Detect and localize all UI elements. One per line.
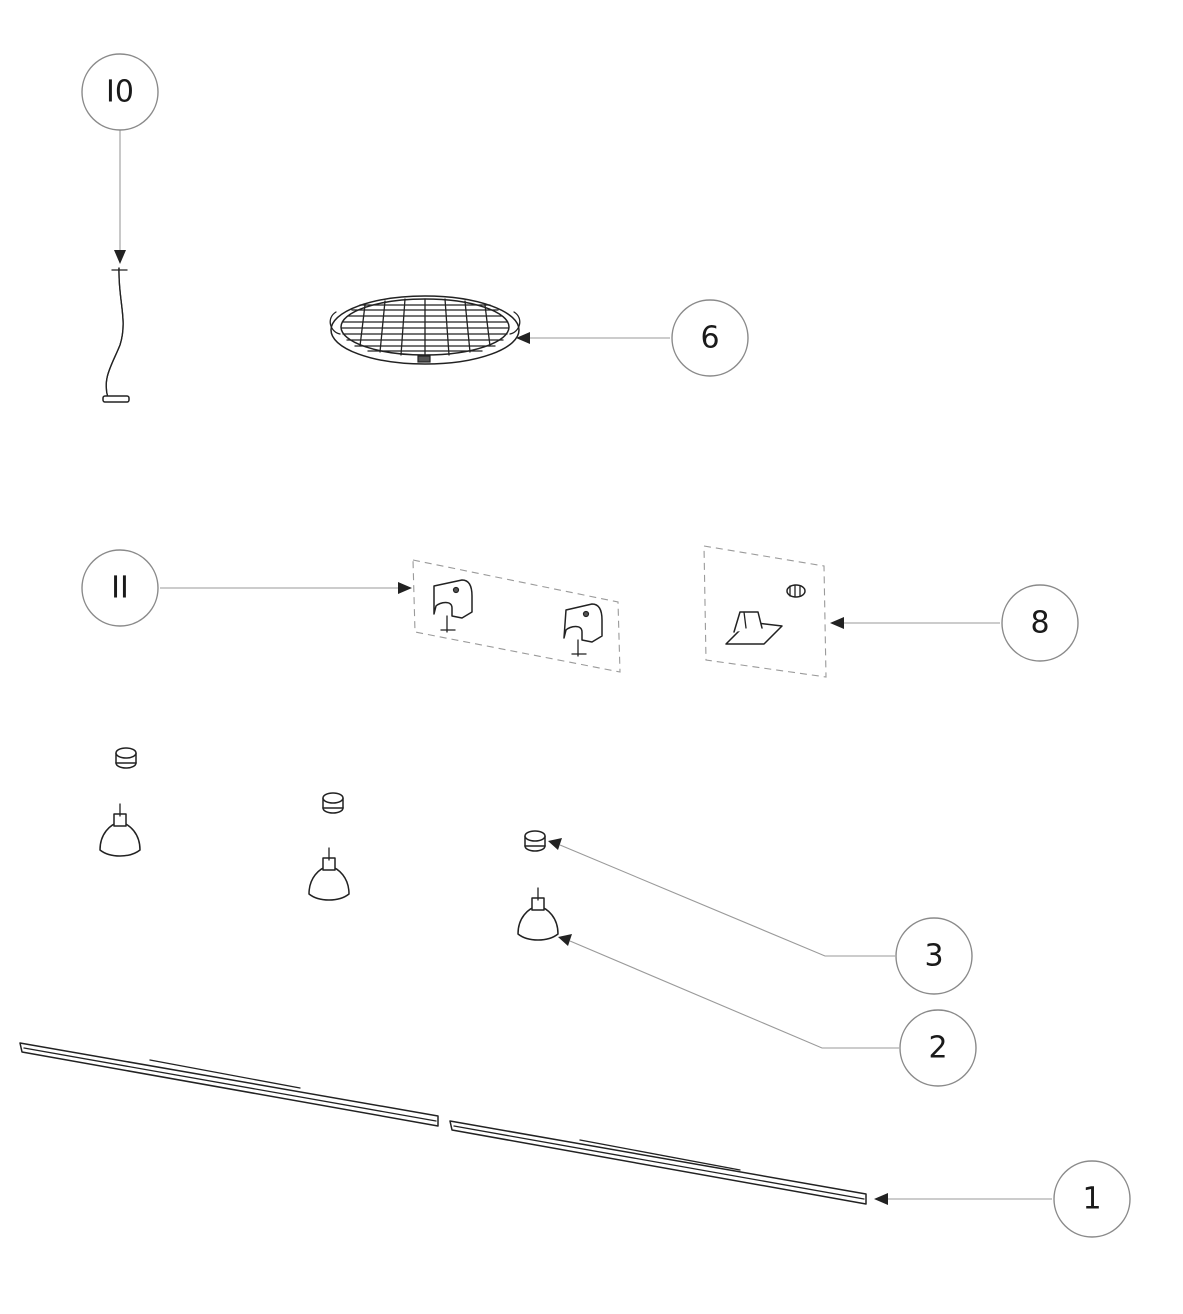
leader-1 — [874, 1193, 1052, 1205]
part-3-cap-b — [322, 792, 344, 814]
part-11-clamps — [412, 559, 621, 673]
callout-8: 8 — [1001, 584, 1079, 662]
leader-2 — [558, 934, 899, 1049]
callout-2: 2 — [899, 1009, 977, 1087]
leader-11 — [160, 582, 412, 594]
callout-11-label: II — [111, 571, 129, 606]
part-2-foot-a — [99, 803, 141, 857]
leader-10 — [114, 130, 126, 264]
clamp-right — [563, 603, 603, 657]
part-2-foot-c — [517, 887, 559, 941]
callout-1-label: 1 — [1082, 1182, 1101, 1217]
callout-8-label: 8 — [1030, 606, 1049, 641]
callout-6: 6 — [671, 299, 749, 377]
part-3-cap-c — [524, 830, 546, 852]
callout-10-label: I0 — [106, 75, 134, 110]
part-8-bracket-set — [703, 545, 827, 678]
leader-8 — [830, 617, 1000, 629]
leader-3 — [548, 838, 895, 957]
callout-6-label: 6 — [700, 321, 719, 356]
callout-11: II — [81, 549, 159, 627]
part-10-hose — [102, 267, 130, 403]
callout-1: 1 — [1053, 1160, 1131, 1238]
callout-2-label: 2 — [928, 1031, 947, 1066]
part-2-foot-b — [308, 847, 350, 901]
callout-3-label: 3 — [924, 939, 943, 974]
part-6-grill-rack — [329, 295, 521, 365]
callout-3: 3 — [895, 917, 973, 995]
clamp-left — [433, 579, 473, 633]
leader-6 — [516, 332, 670, 344]
part-3-cap-a — [115, 747, 137, 769]
callout-10: I0 — [81, 53, 159, 131]
part-1-rails — [19, 1042, 867, 1205]
